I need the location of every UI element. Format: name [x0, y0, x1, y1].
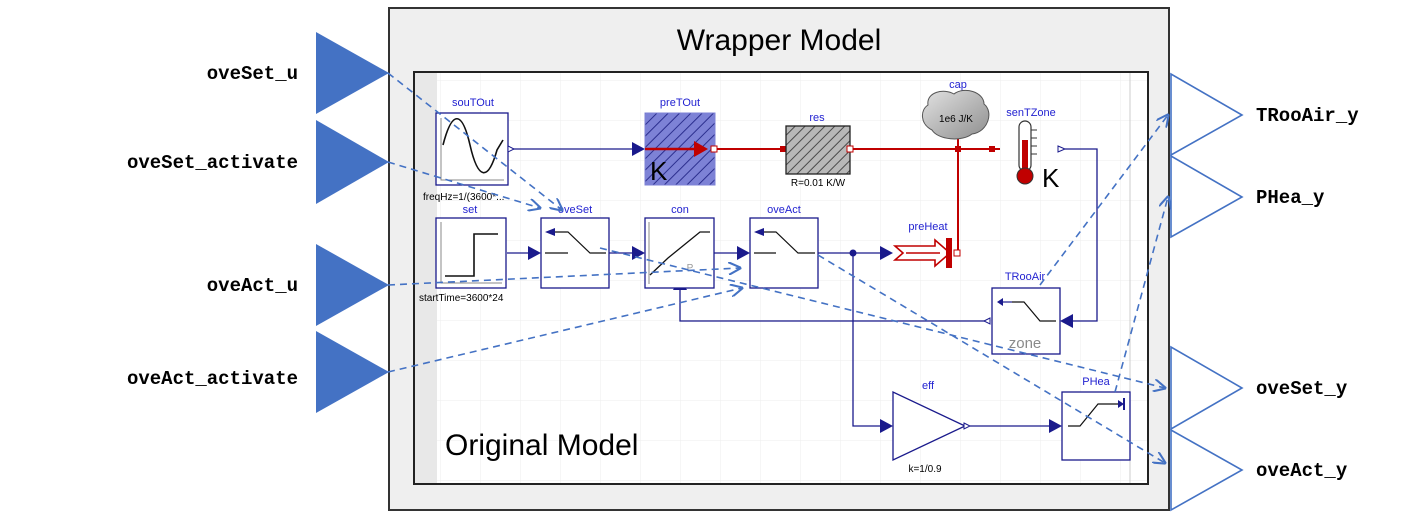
block-eff[interactable]: eff k=1/0.9: [892, 380, 972, 475]
input-port-oveSet_u[interactable]: oveSet_u: [207, 32, 389, 114]
input-port-oveAct_u[interactable]: oveAct_u: [207, 244, 389, 326]
souTOut-param: freqHz=1/(3600*...: [423, 192, 504, 203]
block-oveAct[interactable]: oveAct: [749, 204, 819, 289]
block-set[interactable]: set startTime=3600*24: [419, 204, 507, 304]
output-port-PHea_y[interactable]: PHea_y: [1170, 154, 1325, 239]
con-inner: P: [687, 263, 694, 274]
block-con[interactable]: con P: [644, 204, 715, 289]
set-param: startTime=3600*24: [419, 293, 504, 304]
block-PHea[interactable]: PHea: [1061, 376, 1131, 461]
block-preHeat[interactable]: preHeat: [892, 221, 961, 268]
preHeat-name: preHeat: [908, 221, 947, 233]
senTZone-name: senTZone: [1006, 107, 1056, 119]
souTOut-name: souTOut: [452, 97, 494, 109]
output-label: oveAct_y: [1256, 460, 1348, 482]
original-title: Original Model: [445, 429, 638, 462]
wrapper-links: [387, 72, 1168, 463]
block-cap[interactable]: cap 1e6 J/K: [922, 79, 990, 140]
con-name: con: [671, 204, 689, 216]
PHea-name: PHea: [1082, 376, 1110, 388]
preTOut-unit: K: [650, 156, 668, 186]
output-label: PHea_y: [1256, 187, 1325, 209]
input-port-oveAct_activate[interactable]: oveAct_activate: [127, 331, 389, 413]
connections: [507, 130, 1098, 433]
wrapper-title: Wrapper Model: [677, 24, 882, 57]
TRooAir-name: TRooAir: [1005, 271, 1046, 283]
input-label: oveAct_activate: [127, 368, 298, 390]
set-name: set: [463, 204, 478, 216]
input-port-oveSet_activate[interactable]: oveSet_activate: [127, 120, 389, 204]
oveAct-name: oveAct: [767, 204, 801, 216]
output-label: TRooAir_y: [1256, 105, 1359, 127]
res-name: res: [809, 112, 825, 124]
thermometer-icon: [1016, 120, 1037, 185]
input-label: oveAct_u: [207, 275, 298, 297]
preTOut-name: preTOut: [660, 97, 700, 109]
block-senTZone[interactable]: senTZone K: [1006, 107, 1067, 193]
output-label: oveSet_y: [1256, 378, 1348, 400]
eff-param: k=1/0.9: [908, 464, 942, 475]
cap-param: 1e6 J/K: [939, 114, 973, 125]
block-preTOut[interactable]: preTOut K: [644, 97, 718, 186]
output-port-oveAct_y[interactable]: oveAct_y: [1170, 428, 1348, 512]
res-param: R=0.01 K/W: [791, 178, 846, 189]
block-TRooAir[interactable]: TRooAir zone: [982, 271, 1061, 355]
output-port-TRooAir_y[interactable]: TRooAir_y: [1170, 72, 1359, 157]
output-port-oveSet_y[interactable]: oveSet_y: [1170, 345, 1348, 431]
eff-name: eff: [922, 380, 935, 392]
cap-name: cap: [949, 79, 967, 91]
input-label: oveSet_activate: [127, 152, 298, 174]
block-oveSet[interactable]: oveSet: [540, 204, 610, 289]
block-souTOut[interactable]: souTOut freqHz=1/(3600*...: [423, 97, 516, 203]
TRooAir-sub: zone: [1009, 335, 1042, 352]
senTZone-unit: K: [1042, 163, 1060, 193]
block-res[interactable]: res R=0.01 K/W: [785, 112, 854, 189]
oveSet-name: oveSet: [558, 204, 592, 216]
input-label: oveSet_u: [207, 63, 298, 85]
